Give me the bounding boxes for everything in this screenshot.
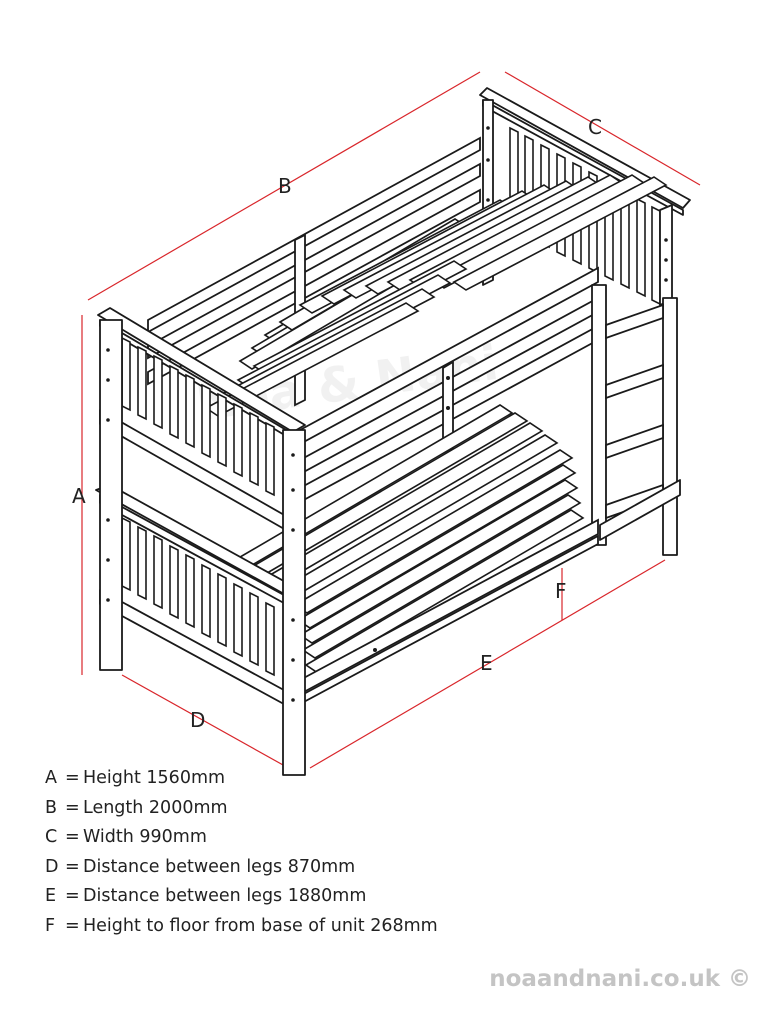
legend-row-f: F=Height to floor from base of unit 268m… [45,915,438,936]
dim-label-d: D [190,708,205,732]
dimension-legend: A=Height 1560mm B=Length 2000mm C=Width … [45,768,438,945]
dim-label-e: E [480,651,493,675]
front-headboard [95,126,668,776]
dim-line-d [121,674,293,771]
dim-label-f: F [555,579,567,603]
site-credit: noaandnani.co.uk © [489,966,751,992]
ladder [591,284,681,556]
upper-headboard-slats [121,336,275,497]
legend-row-d: D=Distance between legs 870mm [45,856,356,877]
legend-row-a: A=Height 1560mm [45,768,226,788]
legend-row-e: E=Distance between legs 1880mm [45,886,367,906]
dimension-lines [81,71,701,771]
upper-bunk-slats [204,174,668,417]
legend-row-b: B=Length 2000mm [45,797,228,818]
dim-label-c: C [588,115,602,139]
dim-label-b: B [278,174,292,198]
back-guard-rail [147,136,481,407]
lower-bunk-slats [233,404,585,674]
dim-line-c [504,71,701,186]
post-bolts [106,126,668,702]
legend-row-c: C=Width 990mm [45,827,207,847]
dim-line-b [87,71,481,301]
back-headboard-slats [509,126,661,306]
dim-line-e [309,559,666,769]
dim-label-a: A [72,484,86,508]
lower-headboard-slats [121,516,275,677]
